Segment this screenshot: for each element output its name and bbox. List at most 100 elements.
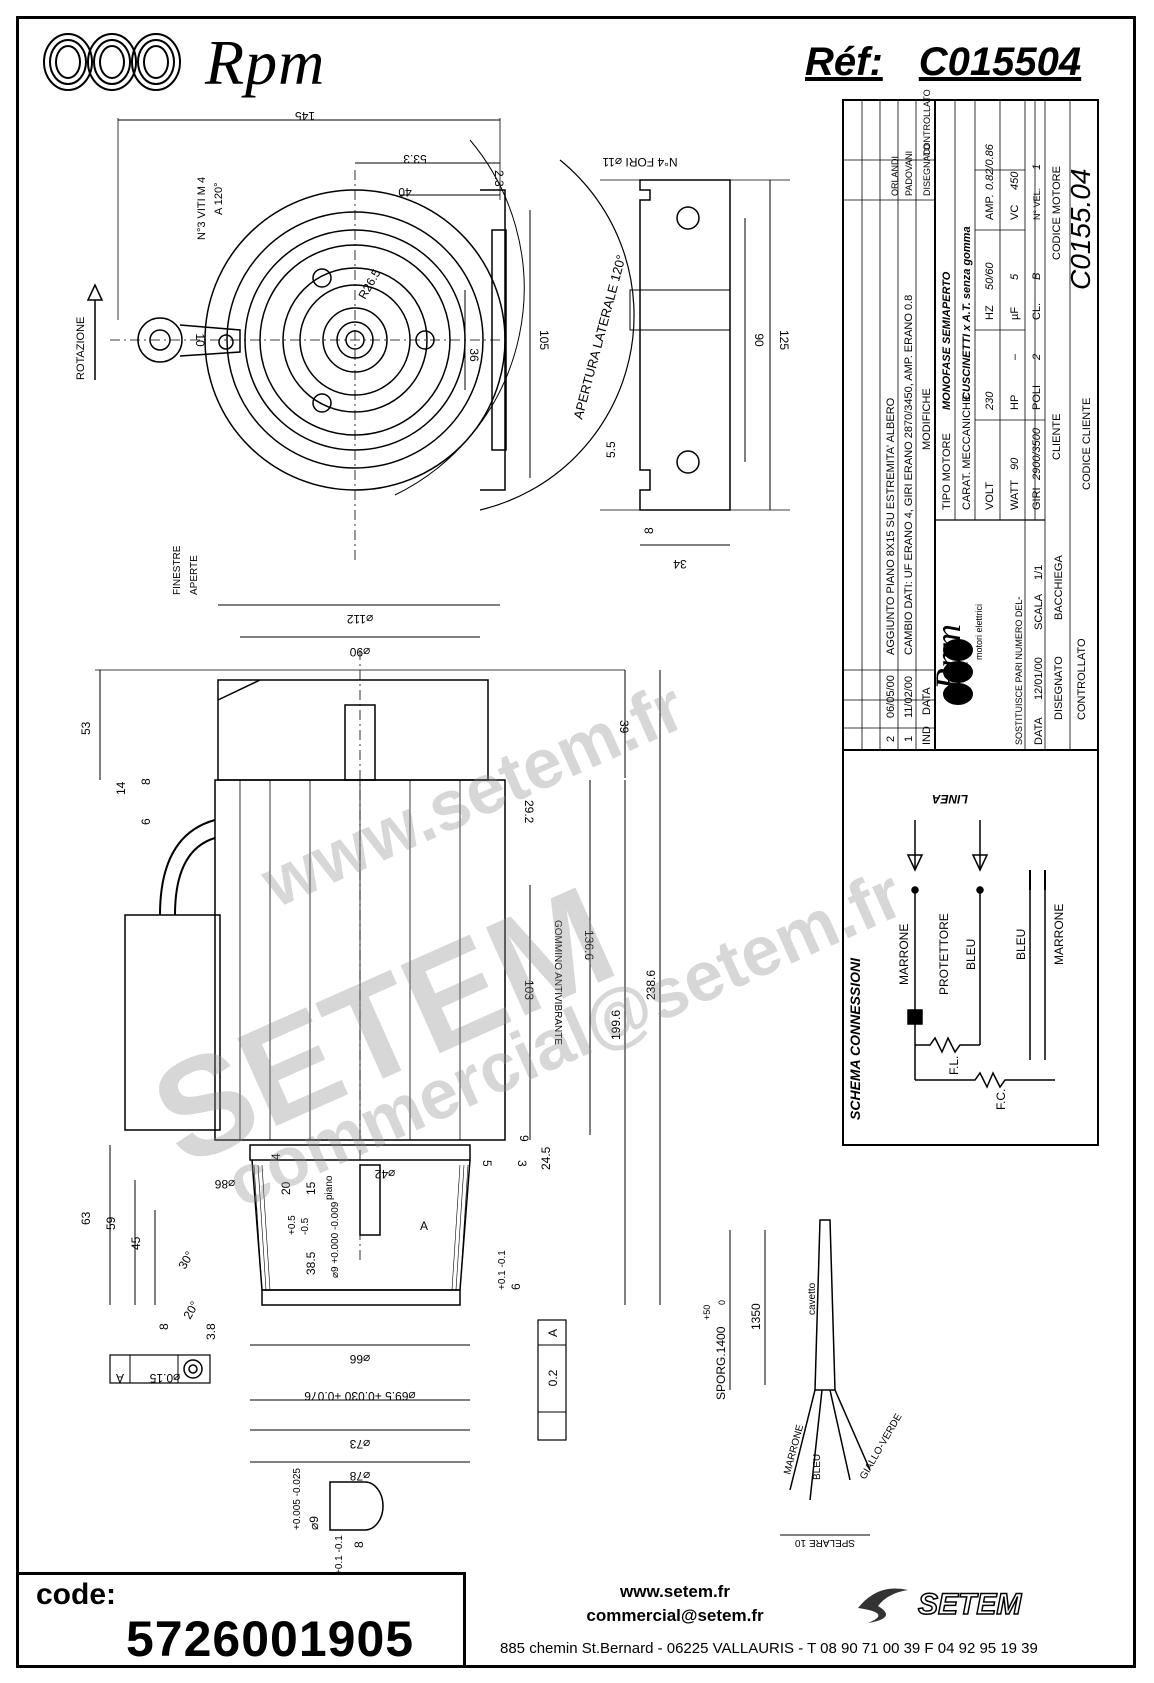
schema-title: SCHEMA CONNESSIONI: [847, 957, 863, 1120]
codice-cliente: CODICE CLIENTE: [1081, 398, 1093, 490]
mod-row-1: CAMBIO DATI: UF ERANO 4, GIRI ERANO 2870…: [903, 295, 915, 655]
company-address: 885 chemin St.Bernard - 06225 VALLAURIS …: [500, 1640, 1038, 1657]
dim-5-5: 5.5: [604, 441, 618, 458]
cl: CL.: [1031, 303, 1043, 320]
dim-90: 90: [752, 333, 766, 347]
giri-val: 2900/3500: [1031, 427, 1043, 481]
gommino-label: GOMMINO ANTIVIBRANTE: [552, 920, 563, 1045]
cliente: CLIENTE: [1051, 414, 1063, 460]
tipo-val: MONOFASE SEMIAPERTO: [941, 271, 953, 410]
scala: SCALA: [1033, 593, 1045, 630]
dim-6b: 6: [509, 1283, 523, 1290]
runout-datum: A: [116, 1371, 124, 1385]
tb-brand-sub: motori elettrici: [974, 604, 984, 660]
reference: Réf: C015504: [805, 40, 1081, 85]
website-link[interactable]: www.setem.fr: [620, 1582, 730, 1601]
dim-15: 15: [304, 1181, 318, 1195]
cable-marrone: MARRONE: [782, 1423, 806, 1476]
setem-wordmark: SETEM: [918, 1588, 1022, 1621]
dim-36: 36: [467, 348, 481, 362]
datum-a: A: [420, 1219, 428, 1233]
ref-label: Réf:: [805, 40, 883, 84]
flange-view: [600, 179, 790, 546]
dim-8-top: 8: [139, 778, 153, 785]
tipo-motore: TIPO MOTORE: [941, 433, 953, 510]
bleu-label: BLEU: [964, 939, 978, 970]
email-link[interactable]: commercial@setem.fr: [586, 1606, 764, 1625]
sporg-tol-bot: 0: [717, 1300, 727, 1305]
hz: HZ: [984, 305, 996, 320]
side-view-labels: FINESTRE APERTE ⌀112 ⌀90 53 39 14 8 6 29…: [79, 545, 658, 1575]
sporg-tol-top: +50: [702, 1305, 712, 1320]
dim-136-6: 136.6: [582, 930, 596, 960]
vc: VC: [1009, 205, 1021, 220]
dim-8b: 8: [157, 1323, 171, 1330]
tol-minus: -0.5: [300, 1217, 311, 1235]
dia-66: ⌀66: [349, 1352, 370, 1366]
disegnato: DISEGNATO: [1053, 656, 1065, 720]
sleeve-hatch: [253, 1164, 469, 1291]
amp: AMP.: [984, 195, 996, 220]
bleu2-label: BLEU: [1014, 929, 1028, 960]
codice-motore: CODICE MOTORE: [1051, 166, 1063, 260]
dim-53-3: 53.3: [403, 152, 427, 166]
dim-29-2: 29.2: [522, 800, 536, 824]
ref-code: C015504: [918, 40, 1082, 84]
nvel-val: 1: [1031, 164, 1043, 170]
nvel: N° VEL.: [1032, 188, 1042, 220]
contact-links: www.setem.fr commercial@setem.fr: [560, 1580, 790, 1628]
vc-val: 450: [1009, 171, 1021, 190]
mod-row-2-date: 06/05/00: [885, 675, 897, 718]
tb-brand-logo-icon: [943, 639, 973, 705]
poli-val: 2: [1031, 354, 1043, 361]
volt: VOLT: [984, 482, 996, 510]
aperture-label: APERTURA LATERALE 120°: [570, 253, 628, 421]
cable-drawing: [729, 1219, 871, 1536]
disegnato-val: BACCHIEGA: [1053, 555, 1065, 620]
dim-3: 3: [515, 1160, 529, 1167]
dim-125: 125: [777, 330, 791, 350]
dim-24-5: 24.5: [539, 1146, 553, 1170]
dia-69-5: ⌀69.5 +0.030 +0.076: [304, 1389, 416, 1403]
dim-39: 39: [617, 720, 631, 734]
dia-42: ⌀42: [374, 1167, 395, 1181]
dim-53: 53: [79, 721, 93, 735]
carat-val: CUSCINETTI x A.T. senza gomma: [961, 226, 973, 400]
padovani: PADOVANI: [904, 151, 914, 196]
poli: POLI: [1031, 385, 1043, 410]
top-view: [86, 118, 635, 560]
dim-103: 103: [522, 980, 536, 1000]
mod-row-1-date: 11/02/00: [903, 676, 915, 718]
dim-2-3: 2.3: [492, 170, 506, 187]
col-data: DATA: [921, 687, 933, 715]
dim-45: 45: [129, 1236, 143, 1250]
title-block-text: AGGIUNTO PIANO 8X15 SU ESTREMITA' ALBERO…: [885, 89, 1096, 745]
col-mod: MODIFICHE: [921, 388, 933, 450]
mod-row-2-ind: 2: [885, 736, 897, 742]
shaft-tol: ⌀9 +0.000 -0.009: [330, 1201, 341, 1278]
cable-labels: cavetto 1350 SPORG.1400 +50 0 MARRONE BL…: [702, 1282, 905, 1548]
code-box: [16, 1572, 466, 1668]
data-label: DATA: [1033, 717, 1045, 745]
connection-schema: [906, 820, 1055, 1089]
dim-3-8: 3.8: [204, 1323, 218, 1340]
dim-34: 34: [673, 557, 687, 571]
amp-val: 0.82/0.86: [984, 143, 996, 190]
drawing-sheet: [16, 16, 1136, 1668]
dim-38-5: 38.5: [304, 1251, 318, 1275]
cl-val: B: [1031, 273, 1043, 280]
dim-59: 59: [104, 1216, 118, 1230]
perp-datum: A: [546, 1329, 560, 1337]
piano-label: piano: [324, 1175, 335, 1200]
dim-radius: R26.5: [355, 266, 383, 301]
flange-labels: N°4 FORI ⌀11 90 125 5.5 8 34: [602, 155, 791, 571]
setem-logo-icon: SETEM: [858, 1587, 1023, 1623]
dim-238-6: 238.6: [644, 970, 658, 1000]
tol-01: +0.1 -0.1: [497, 1250, 508, 1290]
volt-val: 230: [984, 391, 996, 411]
uf: µF: [1009, 307, 1021, 320]
angle-30: 30°: [175, 1249, 196, 1272]
sostituisce: SOSTITUISCE PARI NUMERO DEL: [1014, 600, 1024, 745]
angle-20: 20°: [180, 1299, 201, 1322]
marrone2-label: MARRONE: [1052, 904, 1066, 965]
